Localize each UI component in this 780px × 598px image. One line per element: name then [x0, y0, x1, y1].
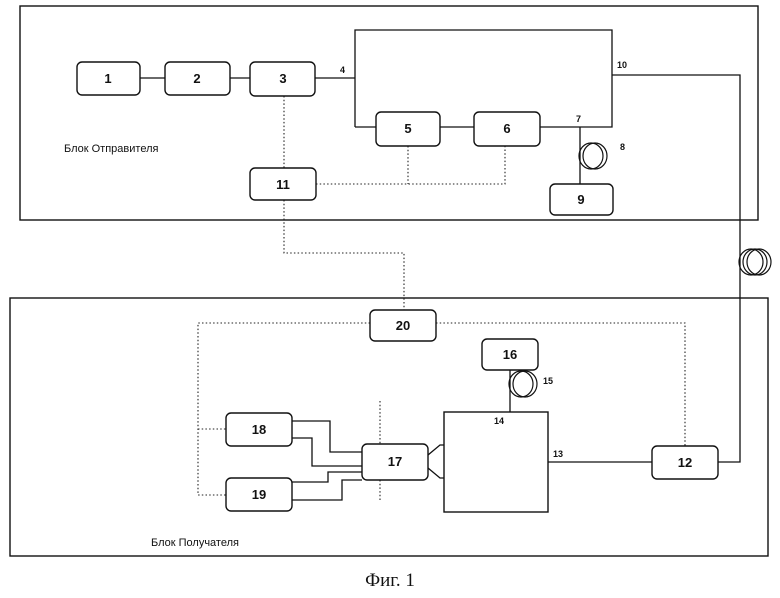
block-17: 17	[362, 444, 428, 480]
block-18: 18	[226, 413, 292, 446]
sender-unit-label: Блок Отправителя	[64, 143, 158, 155]
ctrl-20-left	[198, 323, 370, 495]
port-8-label: 8	[620, 142, 625, 152]
block-3-label: 3	[279, 71, 286, 86]
block-20: 20	[370, 310, 436, 341]
wire-18-17a	[292, 421, 362, 452]
port-4-label: 4	[340, 65, 345, 75]
wire-17-14b	[428, 468, 444, 478]
block-9: 9	[550, 184, 613, 215]
block-18-label: 18	[252, 422, 266, 437]
fiber-channel	[612, 75, 740, 462]
wire-19-17b	[292, 480, 362, 500]
ctrl-11-20	[284, 200, 404, 310]
port-14-label: 14	[494, 416, 504, 426]
receiver-unit-label: Блок Получателя	[151, 537, 239, 549]
port-15-label: 15	[543, 376, 553, 386]
figure-caption: Фиг. 1	[365, 570, 415, 591]
wire-17-14a	[428, 445, 444, 455]
block-5-label: 5	[404, 121, 411, 136]
block-20-label: 20	[396, 318, 410, 333]
block-12: 12	[652, 446, 718, 479]
block-6-label: 6	[503, 121, 510, 136]
block-11-label: 11	[276, 177, 290, 192]
block-11: 11	[250, 168, 316, 200]
block-9-label: 9	[577, 192, 584, 207]
block-19-label: 19	[252, 487, 266, 502]
block-5: 5	[376, 112, 440, 146]
port-10-label: 10	[617, 60, 627, 70]
fiber-coil-8	[579, 143, 607, 169]
block-16: 16	[482, 339, 538, 370]
block-17-label: 17	[388, 454, 402, 469]
block-1: 1	[77, 62, 140, 95]
block-3: 3	[250, 62, 315, 96]
block-19: 19	[226, 478, 292, 511]
block-2-label: 2	[193, 71, 200, 86]
port-13-label: 13	[553, 449, 563, 459]
fiber-coil-channel	[739, 249, 771, 275]
block-1-label: 1	[104, 71, 111, 86]
block-16-label: 16	[503, 347, 517, 362]
port-7-label: 7	[576, 114, 581, 124]
block-2: 2	[165, 62, 230, 95]
block-6: 6	[474, 112, 540, 146]
block-12-label: 12	[678, 455, 692, 470]
ctrl-11-5-6	[316, 146, 505, 184]
block-14-interferometer	[444, 412, 548, 512]
fiber-coil-15	[509, 371, 537, 397]
